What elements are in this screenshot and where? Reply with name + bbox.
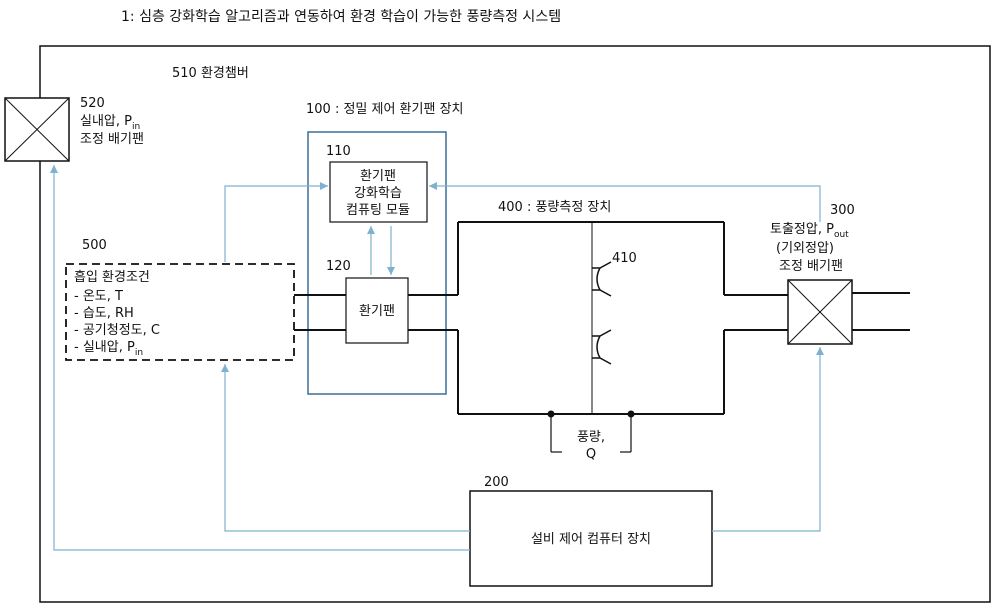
chamber-label: 510 환경챔버 [172,66,249,81]
module-110-line3: 컴퓨팅 모듈 [346,203,410,218]
nozzle-410-upper-icon [592,262,611,296]
fan-300-id: 300 [830,203,855,218]
nozzle-410-lower-icon [592,330,611,364]
nozzle-410-id: 410 [612,251,637,266]
fan-520-id: 520 [80,96,105,111]
device-100-label: 100 : 정밀 제어 환기팬 장치 [306,102,464,117]
fan-120-label: 환기팬 [359,304,395,319]
condition-item: - 습도, RH [74,306,134,321]
controller-200-id: 200 [484,475,509,490]
fan-300-role-label: 조정 배기팬 [779,259,843,274]
fan-520-pressure-label: 실내압, Pin [80,114,140,132]
module-110-line2: 강화학습 [354,186,402,201]
fan-520-icon [5,98,69,161]
condition-item: - 공기청정도, C [74,323,160,338]
controller-200-label: 설비 제어 컴퓨터 장치 [531,532,651,547]
fan-120-id: 120 [326,259,351,274]
fan-300-note: (기외정압) [776,241,834,256]
flow-label-line2: Q [586,447,596,462]
conditions-500-id: 500 [82,238,107,253]
module-110-line1: 환기팬 [360,169,396,184]
fan-520-role-label: 조정 배기팬 [80,132,144,147]
flow-label-line1: 풍량, [577,430,605,445]
conditions-500-title: 흡입 환경조건 [74,270,150,285]
flow-tap-right-dot [628,411,635,418]
module-110-id: 110 [326,144,351,159]
flow-tap-left-dot [548,411,555,418]
fan-300-pressure-label: 토출정압, Pout [770,222,849,240]
fan-300-icon [788,280,852,344]
condition-item: - 실내압, Pin [74,340,143,358]
device-400-label: 400 : 풍량측정 장치 [498,200,611,215]
condition-item: - 온도, T [74,289,123,304]
figure-title: 1: 심층 강화학습 알고리즘과 연동하여 환경 학습이 가능한 풍량측정 시스… [121,9,561,25]
